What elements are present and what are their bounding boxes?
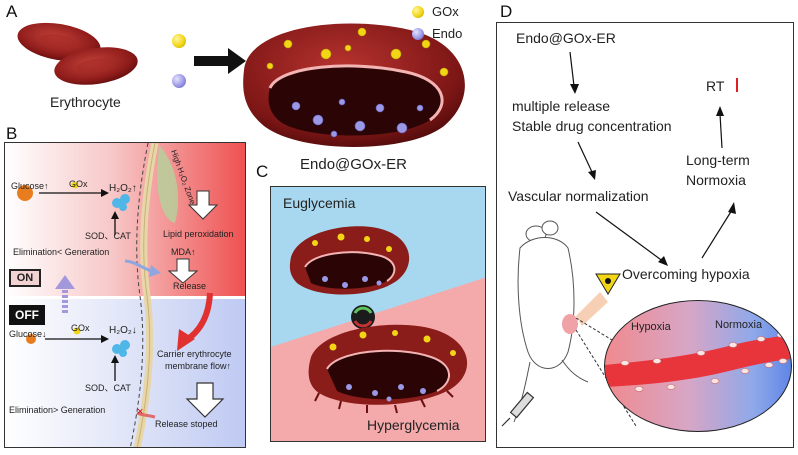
erythrocyte-label: Erythrocyte: [50, 94, 121, 110]
cell-membrane-illustration: × High H₂O₂ Zone: [17, 143, 225, 447]
syringe-icon: [501, 391, 535, 427]
node-endo-gox-er: Endo@GOx-ER: [516, 30, 616, 46]
node-overcoming-hypoxia: Overcoming hypoxia: [622, 266, 750, 282]
node-normoxia: Normoxia: [686, 172, 746, 188]
on-gox-label: GOx: [69, 179, 88, 189]
endo-particle-group: [291, 98, 424, 138]
product-label: Endo@GOx-ER: [300, 156, 407, 173]
lipid-peroxidation-label: Lipid peroxidation: [163, 229, 234, 239]
gox-particle: [172, 34, 186, 48]
panel-d-flow-arrows: [501, 51, 738, 427]
node-multiple-release: multiple release: [512, 98, 611, 114]
panel-a-letter: A: [6, 2, 18, 21]
on-sod-cat-label: SOD、CAT: [85, 231, 131, 241]
hyperglycemia-label: Hyperglycemia: [367, 417, 460, 433]
release-stopped-label: Release stoped: [155, 419, 218, 429]
legend-gox-label: GOx: [432, 4, 459, 19]
panel-c-letter: C: [256, 162, 269, 181]
glucose-molecule: [17, 185, 33, 201]
off-balance-label: Elimination> Generation: [9, 405, 106, 415]
gox-particle-group: [266, 27, 449, 77]
legend-endo-label: Endo: [432, 26, 463, 41]
off-gox-label: GOx: [71, 323, 90, 333]
radiation-icon: [595, 273, 621, 295]
svg-text:×: ×: [137, 406, 143, 418]
node-vascular-normalization: Vascular normalization: [508, 188, 649, 204]
normoxia-label: Normoxia: [715, 319, 763, 331]
on-balance-label: Elimination< Generation: [13, 247, 110, 257]
panel-c-frame: Euglycemia Hyperglycemia: [270, 186, 486, 442]
off-state-badge: OFF: [9, 305, 45, 325]
off-glucose-label: Glucose↓: [9, 329, 47, 339]
loading-arrow-icon: [194, 48, 246, 74]
off-h2o2-label: H₂O₂↓: [109, 325, 137, 336]
on-release-label: Release: [173, 281, 207, 291]
endo-particle: [172, 74, 186, 88]
panel-d-letter: D: [500, 2, 513, 21]
node-rt: RT: [706, 78, 725, 94]
panel-b-frame: × High H₂O₂ Zone Glucose↑ GOx H₂O₂↑ SOD、…: [4, 142, 246, 448]
panel-b-letter: B: [6, 124, 18, 143]
on-h2o2-label: H₂O₂↑: [109, 183, 137, 194]
panel-d-frame: [496, 22, 794, 448]
membrane-flow-line1: Carrier erythrocyte: [157, 349, 232, 359]
glucose-molecule: [26, 334, 36, 344]
off-sod-cat-label: SOD、CAT: [85, 383, 131, 393]
node-long-term: Long-term: [686, 152, 750, 168]
legend-gox-swatch: [412, 6, 424, 18]
membrane-flow-line2: membrane flow↑: [165, 361, 232, 371]
loaded-erythrocyte-illustration: [243, 23, 465, 148]
on-glucose-label: Glucose↑: [11, 181, 49, 191]
on-state-badge: ON: [9, 269, 41, 287]
euglycemia-label: Euglycemia: [283, 195, 356, 211]
mda-label: MDA↑: [171, 247, 196, 257]
erythrocyte-pair-illustration: [17, 22, 138, 85]
vessel-zoom-oval: Hypoxia Normoxia: [604, 300, 792, 432]
legend-endo-swatch: [412, 28, 424, 40]
hypoxia-label: Hypoxia: [631, 321, 671, 333]
node-stable-concentration: Stable drug concentration: [512, 118, 672, 134]
